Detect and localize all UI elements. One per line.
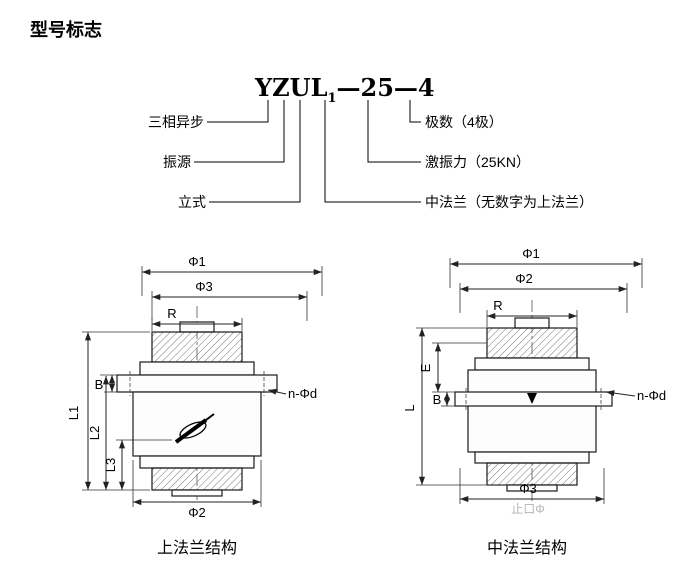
dim-label-phi1: Φ1 <box>188 254 206 269</box>
motor-body-parts <box>454 317 613 492</box>
dim-nphid: n-Φd <box>267 386 317 401</box>
model-code-suffix: —25—4 <box>337 73 435 102</box>
dim-nphid: n-Φd <box>605 388 666 403</box>
lower-bearing-plate <box>139 455 255 469</box>
callout-poles: 极数（4极） <box>425 114 503 130</box>
dim-r: R <box>486 298 578 327</box>
dim-phi3: Φ3 <box>459 468 605 504</box>
callout-source: 振源 <box>163 154 191 170</box>
callout-line-poles <box>409 100 421 123</box>
dim-l: L <box>402 327 507 486</box>
watermark: 止口Φ <box>511 502 545 516</box>
dim-l1: L1 <box>66 331 150 491</box>
dim-label-l: L <box>402 404 417 411</box>
dim-phi1: Φ1 <box>141 254 323 296</box>
callout-force: 激振力（25KN） <box>425 154 530 170</box>
dim-label-phi2: Φ2 <box>515 271 533 286</box>
motor-housing <box>132 391 262 457</box>
upper-bearing-plate <box>139 361 255 376</box>
dim-label-nphid: n-Φd <box>288 386 317 401</box>
dim-label-l3: L3 <box>103 458 118 472</box>
dim-phi2: Φ2 <box>459 271 628 313</box>
callout-line-source <box>194 100 285 163</box>
dim-phi1: Φ1 <box>449 246 643 288</box>
model-designation: YZUL1—25—4 三相异步 振源 立式 极数（4极） 激振力（25KN） 中… <box>148 73 593 210</box>
dim-phi3: Φ3 <box>151 279 308 321</box>
top-eccentric-block <box>486 327 578 359</box>
bottom-shaft-step <box>171 489 223 497</box>
callout-line-three-phase <box>207 100 269 123</box>
dim-label-l2: L2 <box>87 426 102 440</box>
bottom-shaft-step <box>506 484 558 492</box>
top-shaft-step <box>514 317 550 329</box>
pin-washer <box>179 421 207 439</box>
eccentric-adjuster-pin <box>174 413 215 444</box>
pin-tip <box>205 413 215 421</box>
dim-label-b: B <box>95 377 104 392</box>
dim-b: B <box>433 392 455 407</box>
dim-r: R <box>151 306 243 331</box>
left-drawing-caption: 上法兰结构 <box>157 539 237 557</box>
dim-label-r: R <box>493 298 502 313</box>
upper-bearing-plate <box>474 357 590 371</box>
callout-line-vertical <box>209 100 301 203</box>
dim-label-phi2: Φ2 <box>188 505 206 520</box>
dim-l3: L3 <box>103 439 172 490</box>
top-flange-plate <box>116 374 278 393</box>
callout-three-phase: 三相异步 <box>148 114 204 130</box>
dim-label-e: E <box>418 363 433 372</box>
motor-body-parts <box>116 321 278 497</box>
pin-shaft <box>174 418 208 444</box>
dim-label-l1: L1 <box>66 406 81 420</box>
dim-label-nphid: n-Φd <box>637 388 666 403</box>
top-eccentric-block <box>151 331 243 363</box>
dim-l2: L2 <box>87 374 117 490</box>
callout-flange: 中法兰（无数字为上法兰） <box>425 194 593 210</box>
dim-b: B <box>95 375 117 393</box>
dim-e: E <box>418 342 487 393</box>
callout-vertical: 立式 <box>178 194 206 210</box>
callout-line-force <box>367 100 421 163</box>
dim-label-b: B <box>433 392 442 407</box>
dim-label-r: R <box>167 306 176 321</box>
model-code-prefix: YZUL <box>254 73 328 102</box>
callout-line-flange <box>324 100 421 203</box>
dim-phi2: Φ2 <box>132 460 262 520</box>
model-code-subscript: 1 <box>327 91 336 106</box>
top-flange-drawing: Φ1 Φ3 R Φ2 L1 L2 <box>66 254 323 557</box>
page-title: 型号标志 <box>30 19 102 40</box>
header-section: 型号标志 <box>30 19 102 40</box>
motor-housing <box>467 369 597 453</box>
lower-bearing-plate <box>474 451 590 464</box>
bottom-eccentric-block <box>151 467 243 491</box>
dim-label-phi3: Φ3 <box>519 481 537 496</box>
callout-lines <box>194 100 421 203</box>
dim-label-phi3: Φ3 <box>195 279 213 294</box>
model-code: YZUL1—25—4 <box>254 73 435 106</box>
center-pointer-mark <box>527 393 537 404</box>
right-drawing-caption: 中法兰结构 <box>487 539 567 557</box>
mid-flange-drawing: Φ1 Φ2 R Φ3 L E <box>402 246 666 557</box>
dim-label-phi1: Φ1 <box>522 246 540 261</box>
